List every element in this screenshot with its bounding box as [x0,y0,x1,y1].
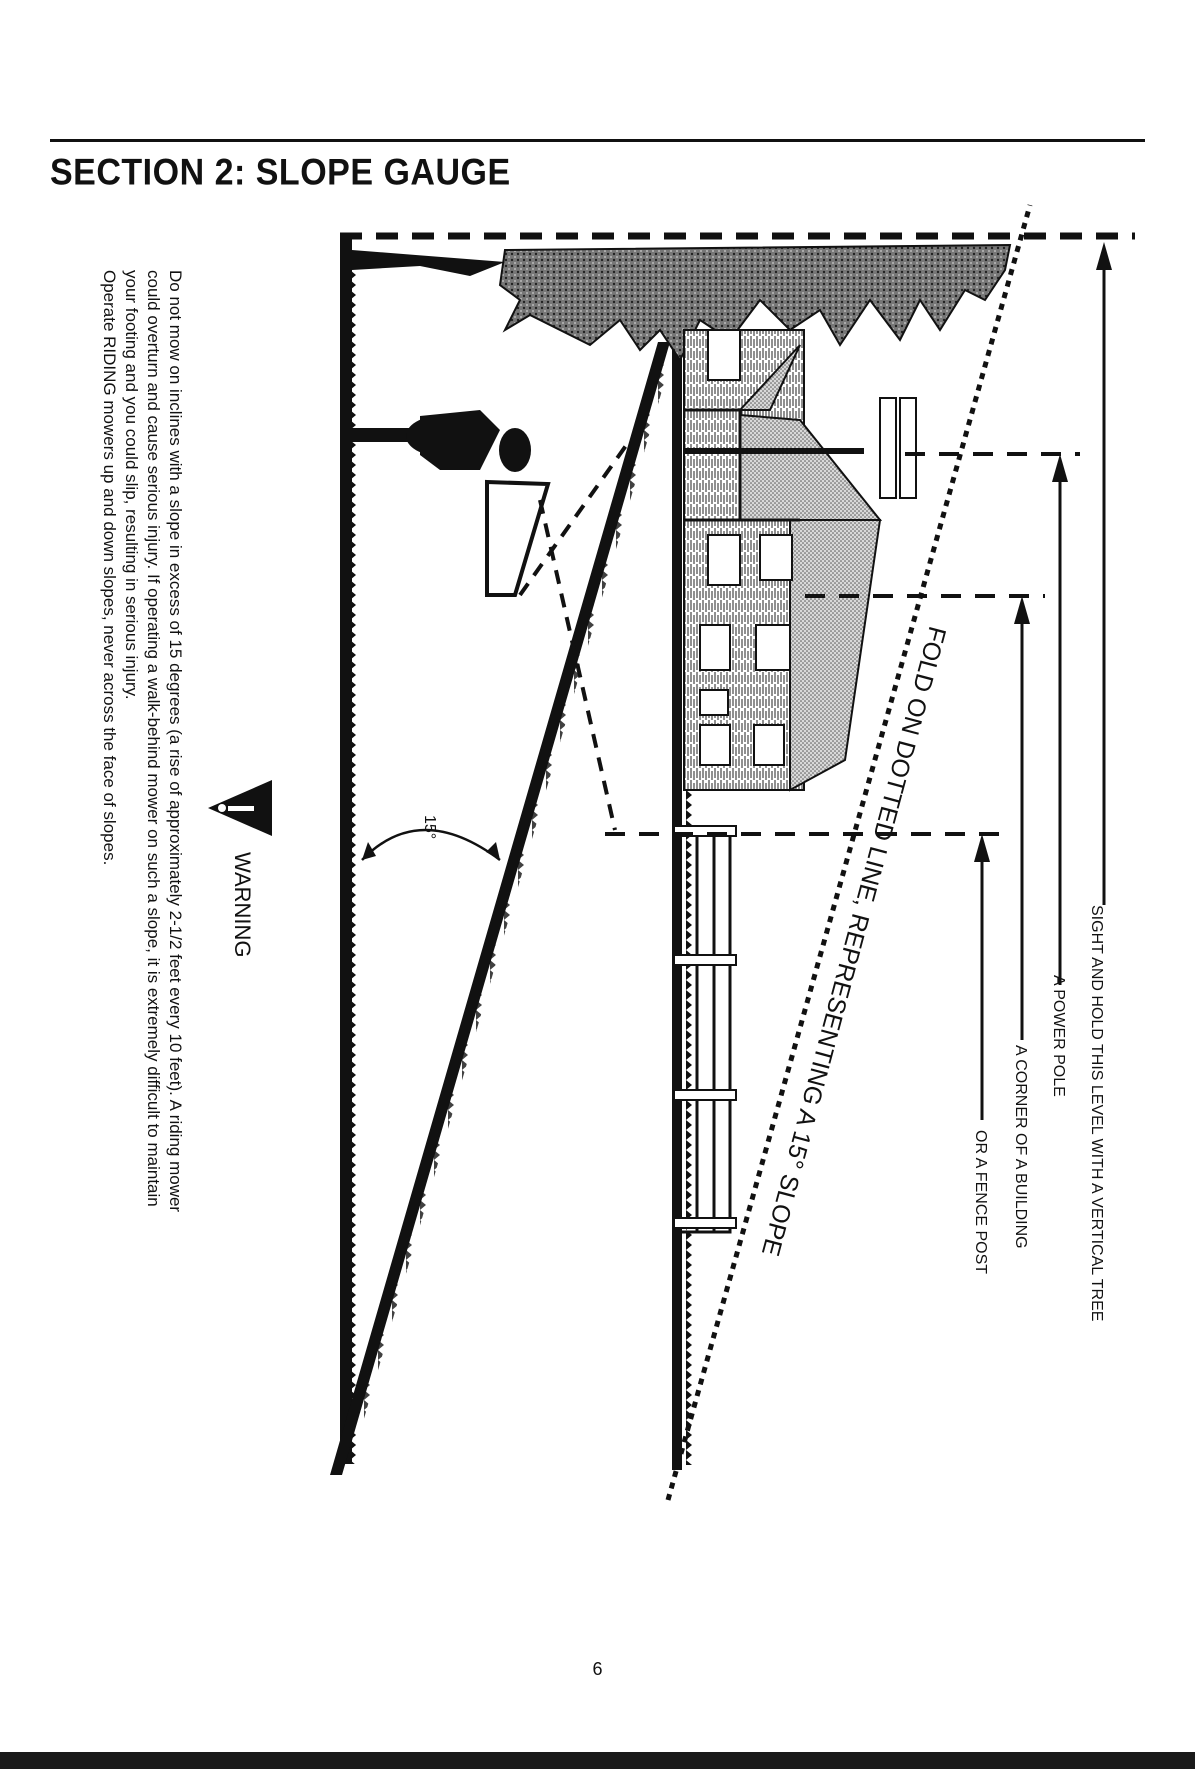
label-building-corner: A CORNER OF A BUILDING [1012,1045,1029,1249]
warning-line-3: your footing and you could slip, resulti… [122,270,141,700]
warning-triangle-icon [208,780,272,836]
bottom-rule [0,1752,1195,1769]
warning-line-4: Operate RIDING mowers up and down slopes… [100,270,119,865]
person-sighting [352,410,548,595]
label-power-pole: A POWER POLE [1050,975,1067,1097]
angle-label: 15° [421,815,438,839]
tree-canopy [352,245,1010,360]
page-number: 6 [0,1659,1195,1680]
angle-indicator: 15° [362,815,500,860]
warning-line-1: Do not mow on inclines with a slope in e… [166,270,185,1212]
label-vertical-tree: SIGHT AND HOLD THIS LEVEL WITH A VERTICA… [1088,905,1105,1321]
label-fence-post: OR A FENCE POST [972,1130,989,1274]
level-ground [340,236,364,1464]
house [684,330,880,790]
warning-title: WARNING [230,852,255,958]
warning-line-2: could overturn and cause serious injury.… [144,270,163,1207]
